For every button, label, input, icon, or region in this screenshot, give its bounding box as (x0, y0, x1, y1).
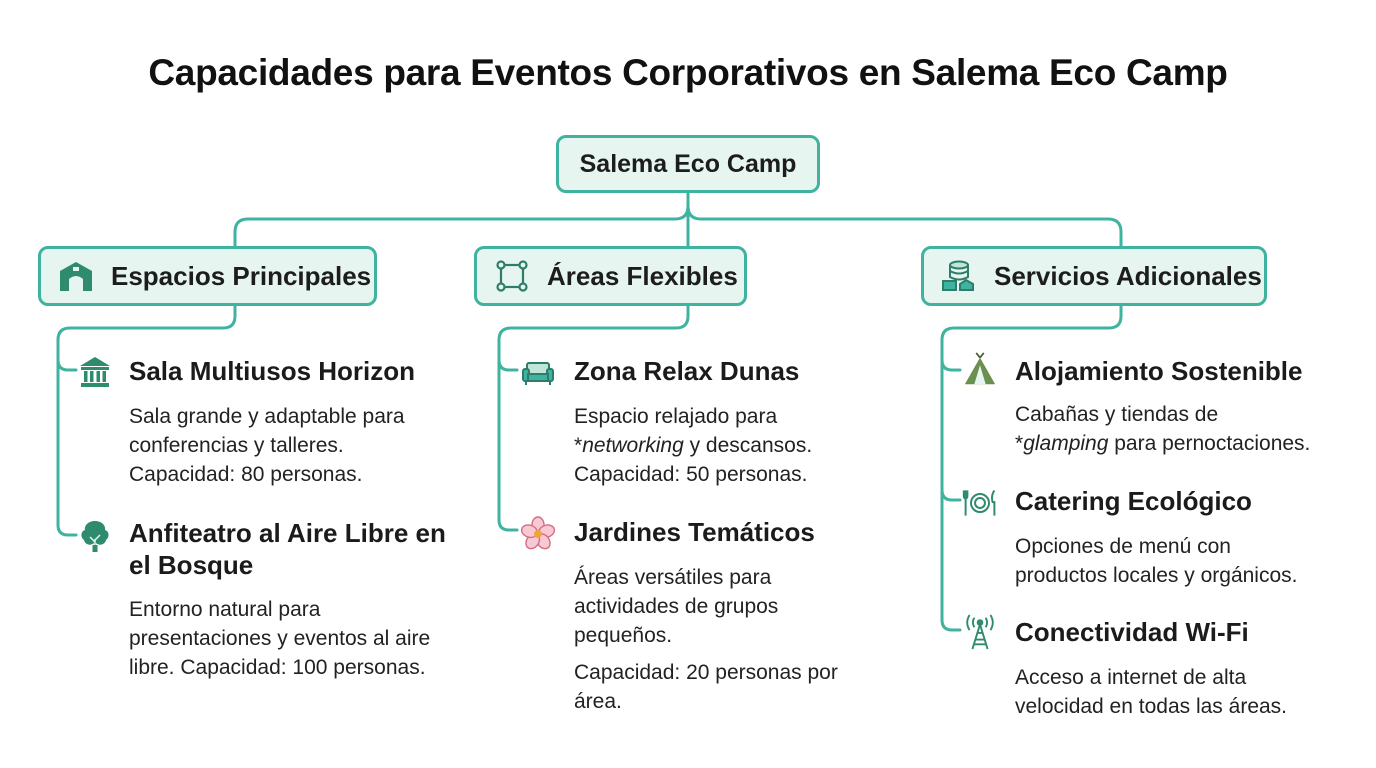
desc-line: Áreas versátiles para (574, 566, 772, 589)
desc-line: pequeños. (574, 624, 673, 647)
desc-line: libre. Capacidad: 100 personas. (129, 656, 426, 679)
desc-line: Opciones de menú con (1015, 535, 1231, 558)
building-icon (57, 257, 95, 295)
desc-emphasis: glamping (1023, 432, 1109, 455)
category-label: Áreas Flexibles (547, 260, 738, 291)
services-icon (940, 257, 978, 295)
item-title: Anfiteatro al Aire Libre en el Bosque (129, 517, 446, 581)
desc-line: Capacidad: 80 personas. (129, 463, 363, 486)
item-title: Sala Multiusos Horizon (129, 356, 416, 386)
item-description: Sala grande y adaptable para conferencia… (129, 402, 405, 489)
category-servicios-adicionales: Servicios Adicionales (921, 246, 1267, 306)
title-line: Anfiteatro al Aire Libre en (129, 518, 446, 548)
item-description: Áreas versátiles para actividades de gru… (574, 563, 838, 716)
desc-prefix: * (1015, 432, 1024, 455)
item-title: Catering Ecológico (1015, 486, 1252, 516)
category-label: Servicios Adicionales (994, 260, 1262, 291)
desc-prefix: * (574, 434, 583, 457)
desc-rest: y descansos. (683, 434, 813, 457)
page-title: Capacidades para Eventos Corporativos en… (148, 52, 1228, 93)
sofa-icon (520, 354, 556, 390)
desc-line: Cabañas y tiendas de (1015, 403, 1219, 426)
item-description: Espacio relajado para *networking y desc… (574, 402, 812, 489)
classical-building-icon (77, 354, 113, 390)
desc-line: conferencias y talleres. (129, 434, 344, 457)
desc-line: Espacio relajado para (574, 405, 778, 428)
desc-line: velocidad en todas las áreas. (1015, 695, 1288, 718)
category-areas-flexibles: Áreas Flexibles (474, 246, 747, 306)
cutlery-icon (962, 485, 998, 521)
item-description: Opciones de menú con productos locales y… (1015, 532, 1298, 590)
desc-line: actividades de grupos (574, 595, 779, 618)
desc-line: productos locales y orgánicos. (1015, 564, 1298, 587)
desc-line: presentaciones y eventos al aire (129, 627, 431, 650)
desc-line: Entorno natural para (129, 598, 321, 621)
desc-line: área. (574, 690, 622, 713)
item-description: Cabañas y tiendas de *glamping para pern… (1015, 400, 1310, 458)
desc-line: Sala grande y adaptable para (129, 405, 405, 428)
category-espacios-principales: Espacios Principales (38, 246, 377, 306)
tree-icon (77, 518, 113, 554)
desc-line: Capacidad: 50 personas. (574, 463, 808, 486)
desc-line: *glamping para pernoctaciones. (1015, 429, 1310, 458)
item-title: Zona Relax Dunas (574, 356, 800, 386)
root-node: Salema Eco Camp (556, 135, 820, 193)
item-title: Alojamiento Sostenible (1015, 356, 1303, 386)
tent-icon (962, 352, 998, 388)
item-description: Acceso a internet de alta velocidad en t… (1015, 663, 1287, 721)
flower-icon (520, 516, 556, 552)
root-node-label: Salema Eco Camp (579, 149, 797, 178)
wifi-tower-icon (962, 614, 998, 650)
desc-line: Capacidad: 20 personas por (574, 661, 838, 684)
item-title: Jardines Temáticos (574, 517, 815, 547)
item-title: Conectividad Wi-Fi (1015, 617, 1249, 647)
desc-line: *networking y descansos. (574, 431, 812, 460)
desc-emphasis: networking (582, 434, 684, 457)
title-line: el Bosque (129, 550, 254, 580)
desc-line: Acceso a internet de alta (1015, 666, 1247, 689)
flexible-area-icon (493, 257, 531, 295)
item-description: Entorno natural para presentaciones y ev… (129, 595, 430, 682)
desc-rest: para pernoctaciones. (1108, 432, 1311, 455)
category-label: Espacios Principales (111, 260, 372, 291)
